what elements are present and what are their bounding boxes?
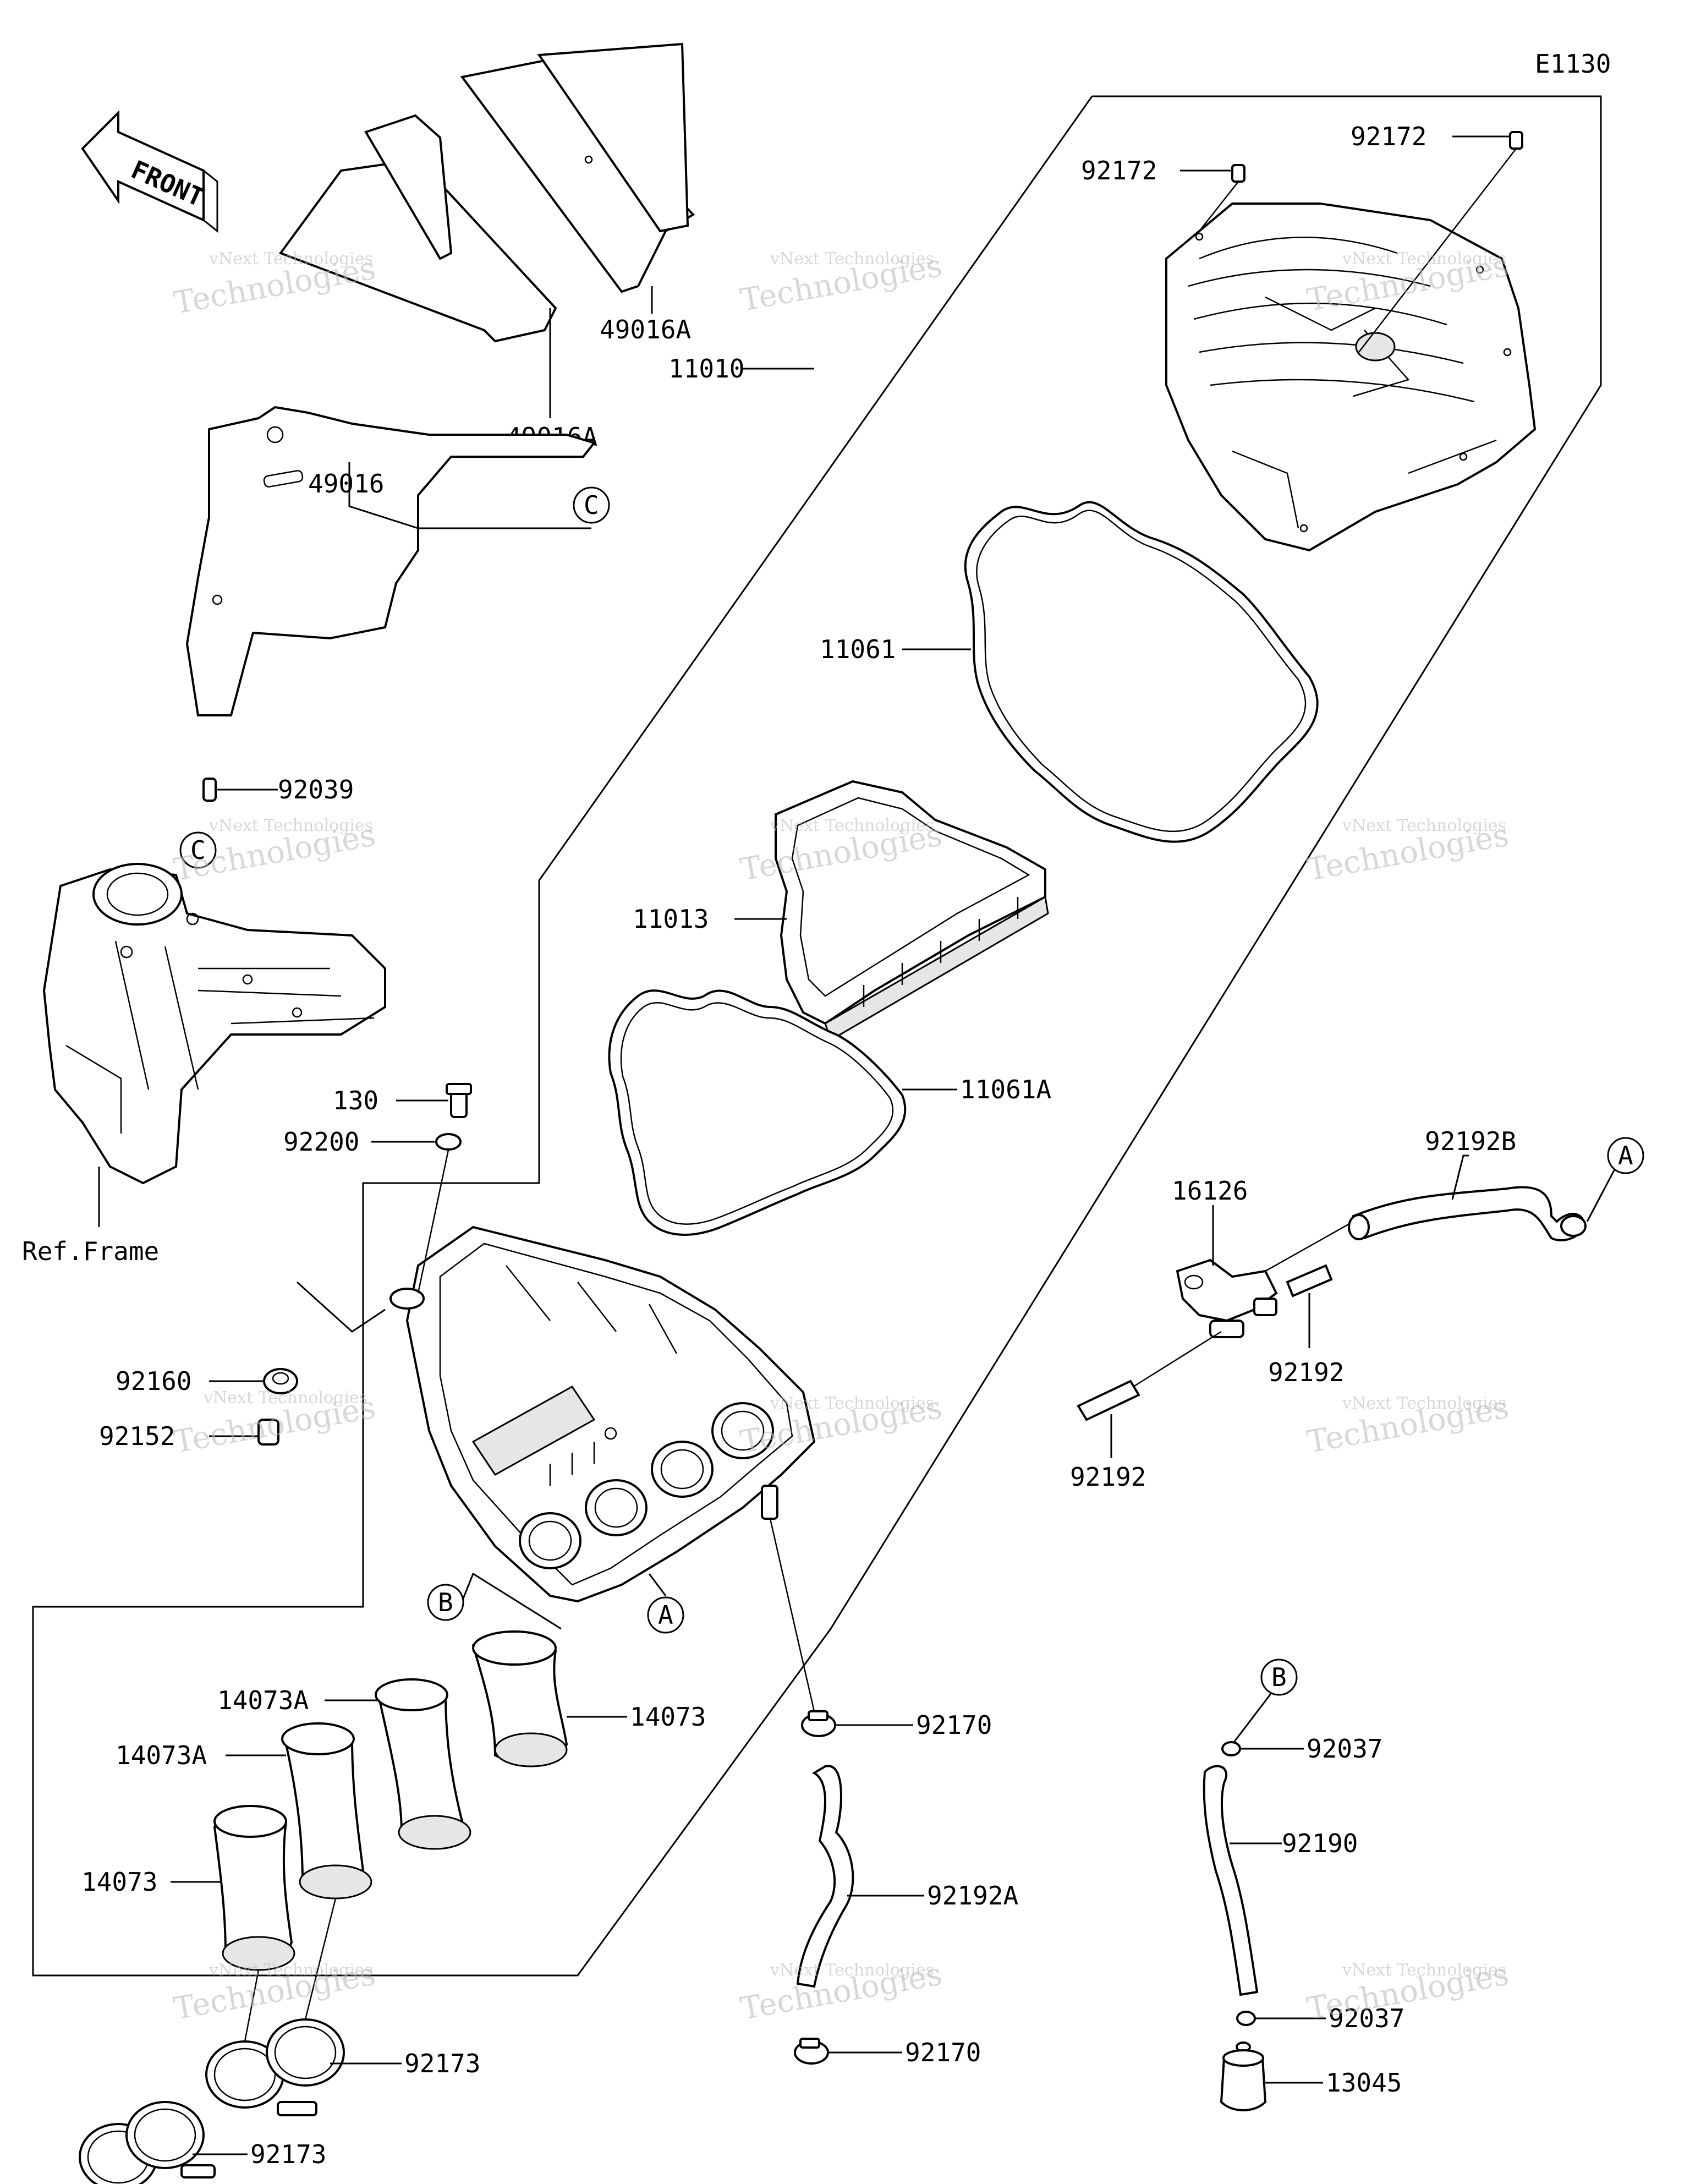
element-11013 — [775, 780, 1049, 1042]
svg-text:vNext Technologies: vNext Technologies — [1342, 1961, 1506, 1980]
svg-text:vNext Technologies: vNext Technologies — [208, 249, 373, 269]
funnel-14073-right — [471, 1630, 568, 1767]
label-49016a-2: 49016A — [600, 315, 691, 344]
callout-c-top-label: C — [584, 490, 599, 520]
callout-a-hose — [1607, 1137, 1644, 1174]
label-13045: 13045 — [1326, 2068, 1402, 2098]
callout-a-hose-label: A — [1618, 1141, 1633, 1170]
label-92192-2: 92192 — [1070, 1462, 1146, 1492]
label-92190: 92190 — [1282, 1829, 1358, 1858]
screw-92172-left — [1231, 164, 1245, 183]
valve-16126 — [1176, 1258, 1278, 1338]
bracket-49016 — [185, 406, 596, 716]
svg-text:vNext Technologies: vNext Technologies — [203, 1388, 367, 1408]
ref-frame-label: Ref.Frame — [22, 1236, 159, 1266]
label-14073-2: 14073 — [81, 1867, 157, 1897]
label-49016: 49016 — [308, 469, 384, 499]
bolt-130 — [446, 1083, 472, 1118]
label-92173-1: 92173 — [404, 2049, 480, 2078]
clamp-92173-left-pair — [79, 2101, 216, 2184]
svg-text:vNext Technologies: vNext Technologies — [770, 816, 934, 835]
svg-text:vNext Technologies: vNext Technologies — [208, 1961, 373, 1980]
leader-49016 — [348, 462, 583, 529]
label-92039: 92039 — [278, 775, 354, 804]
label-11061a: 11061A — [960, 1075, 1051, 1104]
label-11061: 11061 — [820, 634, 896, 664]
label-14073a-1: 14073A — [217, 1685, 309, 1715]
label-92037-1: 92037 — [1307, 1734, 1382, 1764]
label-92192b: 92192B — [1425, 1126, 1516, 1156]
funnel-14073a-lower — [281, 1722, 372, 1900]
svg-text:vNext Technologies: vNext Technologies — [1342, 816, 1506, 835]
clip-92037-upper — [1221, 1741, 1241, 1756]
label-11010: 11010 — [668, 354, 744, 384]
callout-b-hose — [1260, 1658, 1298, 1696]
hose-92192a — [796, 1765, 854, 1988]
hose-92192-lower — [1077, 1380, 1140, 1421]
plate-49016a-left — [278, 114, 557, 343]
label-92192-1: 92192 — [1268, 1358, 1344, 1387]
hose-92190 — [1203, 1765, 1259, 1996]
label-16126: 16126 — [1172, 1176, 1248, 1206]
label-92200: 92200 — [283, 1127, 359, 1157]
assembly-outline-11010 — [32, 95, 1602, 1977]
label-92160: 92160 — [116, 1366, 191, 1396]
drain-plug-13045 — [1220, 2041, 1267, 2111]
screw-92172-right — [1509, 131, 1523, 150]
air-box-body — [389, 1225, 816, 1603]
svg-text:vNext Technologies: vNext Technologies — [770, 1394, 934, 1413]
clamp-92170-lower — [794, 2038, 829, 2065]
clip-92037-lower — [1236, 2011, 1256, 2026]
callout-c-top — [573, 486, 610, 524]
label-92037-2: 92037 — [1329, 2004, 1404, 2033]
funnel-14073a-upper — [375, 1678, 471, 1850]
funnel-14073-left — [213, 1805, 295, 1971]
front-arrow-icon: FRONT — [81, 110, 218, 233]
hose-92192-upper — [1286, 1264, 1333, 1298]
callout-b-box — [427, 1584, 464, 1621]
bolt-92039 — [202, 778, 217, 802]
gasket-11061 — [964, 501, 1319, 843]
label-92173-2: 92173 — [250, 2139, 326, 2169]
svg-text:vNext Technologies: vNext Technologies — [770, 1961, 934, 1980]
label-92172-1: 92172 — [1081, 156, 1157, 185]
callout-b-box-label: B — [438, 1588, 453, 1617]
clamp-92170-upper — [801, 1710, 836, 1737]
svg-text:vNext Technologies: vNext Technologies — [1342, 249, 1506, 269]
collar-92152 — [257, 1419, 279, 1446]
label-92170-1: 92170 — [916, 1710, 992, 1740]
diagram-id: E1130 — [1535, 49, 1611, 79]
hose-92192b — [1352, 1186, 1586, 1241]
frame-illustration — [42, 863, 386, 1185]
label-14073-1: 14073 — [630, 1702, 706, 1732]
label-14073a-2: 14073A — [116, 1740, 207, 1770]
plate-49016a-right — [460, 42, 695, 293]
callout-c-frame — [179, 831, 217, 869]
label-11013: 11013 — [633, 904, 709, 934]
label-92172-2: 92172 — [1351, 122, 1426, 151]
svg-text:vNext Technologies: vNext Technologies — [770, 249, 934, 269]
label-130: 130 — [333, 1086, 378, 1115]
svg-text:vNext Technologies: vNext Technologies — [208, 816, 373, 835]
air-cleaner-cover — [1165, 202, 1537, 552]
washer-92200 — [435, 1133, 462, 1151]
gasket-11061a — [608, 989, 907, 1236]
label-92152: 92152 — [99, 1421, 175, 1451]
callout-a-box — [647, 1596, 684, 1634]
label-92192a: 92192A — [927, 1881, 1018, 1911]
callout-b-hose-label: B — [1271, 1662, 1287, 1692]
label-92170-2: 92170 — [905, 2038, 981, 2067]
callout-a-box-label: A — [658, 1600, 673, 1630]
svg-text:vNext Technologies: vNext Technologies — [1342, 1394, 1506, 1413]
clamp-92173-right-pair — [205, 2018, 345, 2116]
callout-c-frame-label: C — [190, 835, 206, 865]
